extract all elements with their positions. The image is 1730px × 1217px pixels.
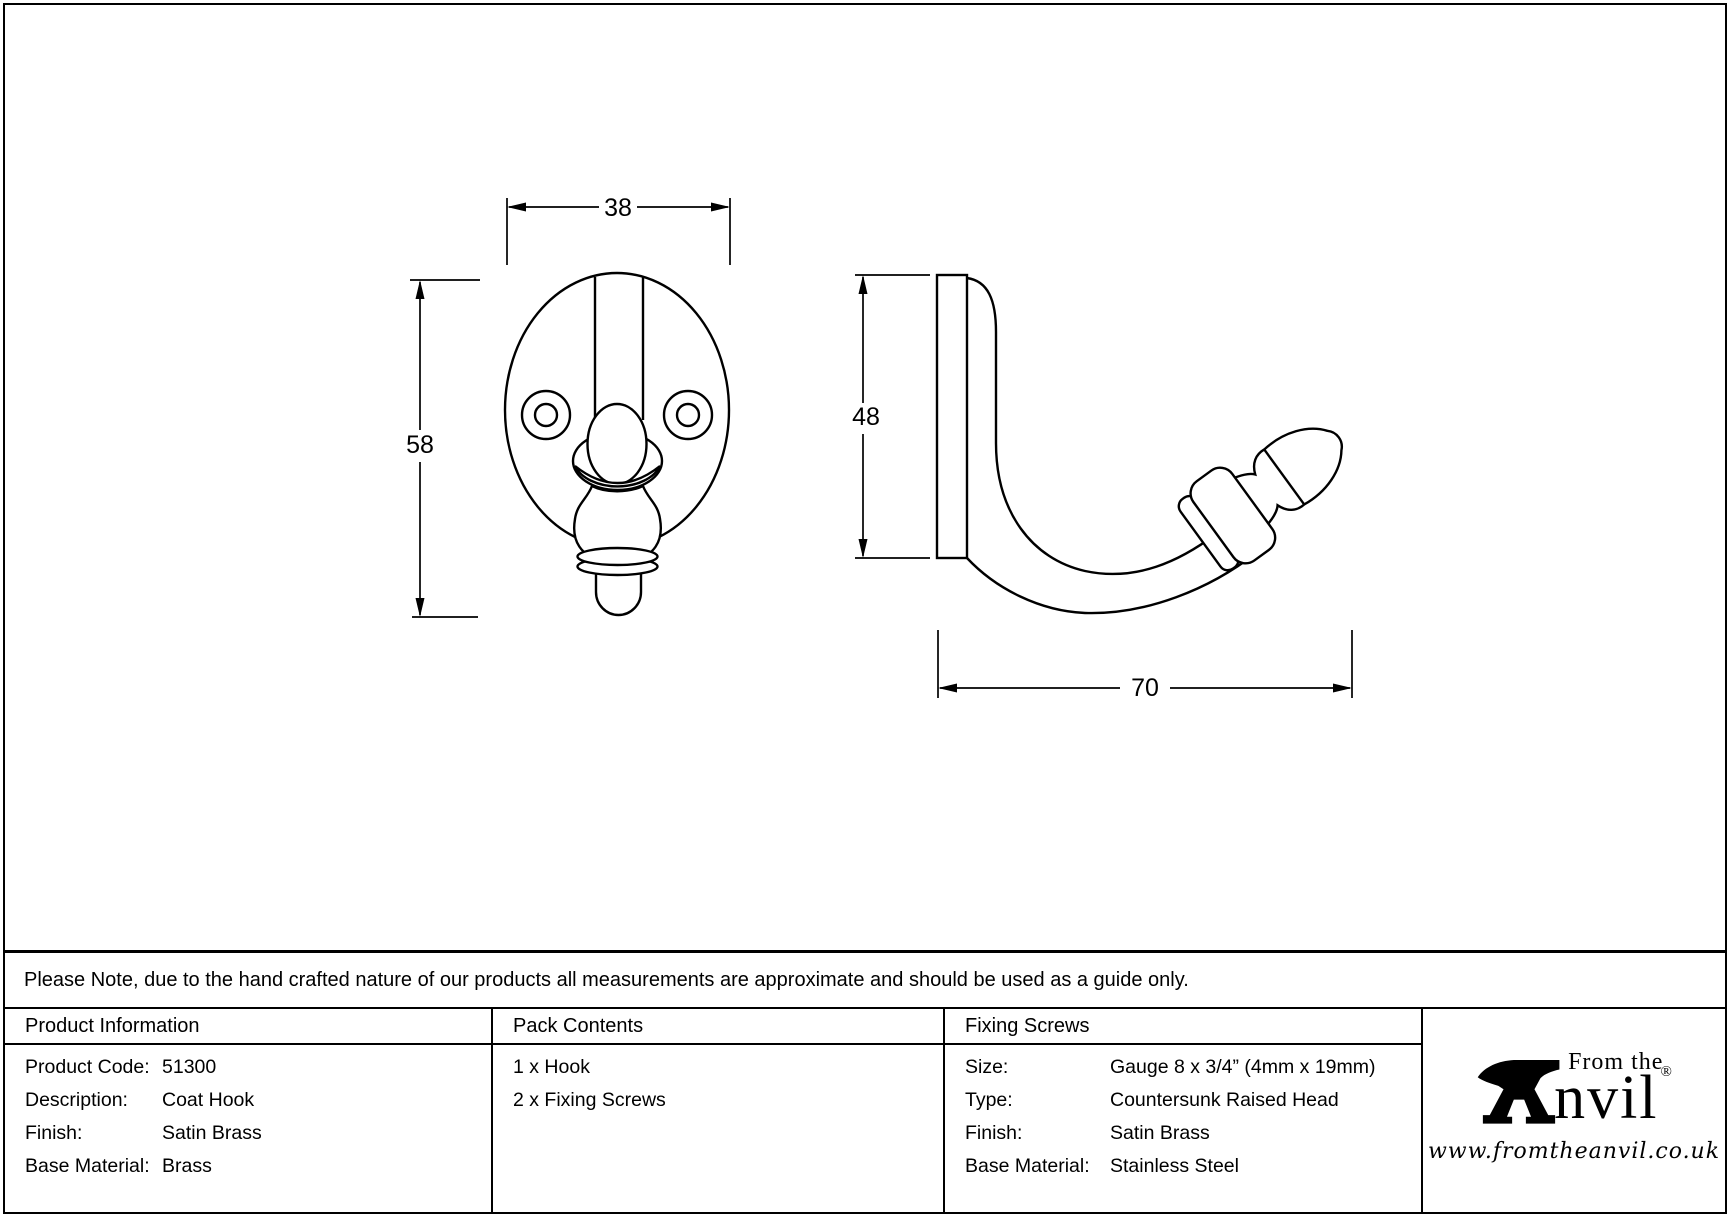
pack-contents-title: Pack Contents — [513, 1014, 644, 1037]
spec-value: Satin Brass — [162, 1122, 262, 1144]
spec-value: Gauge 8 x 3/4” (4mm x 19mm) — [1110, 1056, 1376, 1078]
spec-row-base-material: Base Material: Brass — [25, 1154, 483, 1178]
pack-contents-header: Pack Contents — [493, 1009, 943, 1045]
backplate-side-profile — [935, 273, 969, 560]
spec-label: Finish: — [25, 1122, 83, 1144]
spec-row-screw-base-material: Base Material: Stainless Steel — [965, 1154, 1413, 1178]
hook-head-dome — [586, 402, 648, 486]
spec-row-finish: Finish: Satin Brass — [25, 1121, 483, 1145]
product-information-column: Product Information Product Code: 51300 … — [5, 1009, 493, 1212]
anvil-icon — [1477, 1060, 1560, 1124]
arrowhead-left — [938, 683, 957, 693]
spec-value: Stainless Steel — [1110, 1155, 1239, 1177]
logo-prefix: From the — [1568, 1049, 1664, 1075]
hook-shaft-outer-edge — [966, 552, 1257, 615]
product-information-header: Product Information — [5, 1009, 491, 1045]
screw-hole-left-inner — [533, 402, 559, 428]
hook-shaft-inner-edge — [966, 276, 1217, 576]
registered-trademark-symbol: ® — [1660, 1064, 1672, 1080]
pack-contents-column: Pack Contents 1 x Hook 2 x Fixing Screws — [493, 1009, 945, 1212]
spec-label: Finish: — [965, 1122, 1023, 1144]
brand-logo-cell: From the nvil ® www.fromtheanvil.co.uk — [1423, 1009, 1725, 1212]
fixing-screws-column: Fixing Screws Size: Gauge 8 x 3/4” (4mm … — [945, 1009, 1423, 1212]
spec-row-product-code: Product Code: 51300 — [25, 1055, 483, 1079]
pack-item-hook: 1 x Hook — [513, 1056, 590, 1078]
spec-row-description: Description: Coat Hook — [25, 1088, 483, 1112]
arrowhead-down — [415, 598, 425, 617]
arrowhead-left — [507, 202, 526, 212]
hook-collar-rings — [1177, 466, 1277, 572]
arrowhead-up — [415, 280, 425, 299]
arrowhead-right — [711, 202, 730, 212]
arrowhead-down — [858, 539, 868, 558]
collar-main-ring — [1189, 466, 1277, 565]
fixing-screws-title: Fixing Screws — [965, 1014, 1090, 1037]
spec-table: Product Information Product Code: 51300 … — [5, 1009, 1725, 1212]
spec-label: Base Material: — [965, 1155, 1090, 1177]
spec-label: Size: — [965, 1056, 1009, 1078]
front-view-dimensions: 38 58 — [406, 194, 731, 618]
front-view — [503, 271, 731, 617]
pack-item-screws: 2 x Fixing Screws — [513, 1089, 666, 1111]
hook-lower-collar-top-ring — [576, 546, 659, 567]
spec-row-size: Size: Gauge 8 x 3/4” (4mm x 19mm) — [965, 1055, 1413, 1079]
hook-upper-collar-rim — [573, 465, 662, 488]
spec-section: Please Note, due to the hand crafted nat… — [5, 950, 1725, 1212]
logo-name: nvil — [1554, 1064, 1659, 1132]
pack-contents-body: 1 x Hook 2 x Fixing Screws — [493, 1045, 943, 1112]
dimension-label-height: 58 — [406, 431, 434, 459]
hook-acorn-tip — [1227, 427, 1344, 531]
product-information-title: Product Information — [25, 1014, 200, 1037]
dimension-label-side-height: 48 — [852, 403, 880, 431]
spec-value: 51300 — [162, 1056, 217, 1078]
fixing-screws-body: Size: Gauge 8 x 3/4” (4mm x 19mm) Type: … — [945, 1045, 1421, 1178]
spec-value: Satin Brass — [1110, 1122, 1210, 1144]
spec-label: Description: — [25, 1089, 128, 1111]
spec-value: Countersunk Raised Head — [1110, 1089, 1339, 1111]
spec-value: Coat Hook — [162, 1089, 255, 1111]
spec-value: Brass — [162, 1155, 212, 1177]
technical-drawing: 38 58 — [406, 194, 1353, 702]
product-information-body: Product Code: 51300 Description: Coat Ho… — [5, 1045, 491, 1178]
from-the-anvil-logo: From the nvil ® www.fromtheanvil.co.uk — [1427, 1049, 1721, 1164]
measurement-note: Please Note, due to the hand crafted nat… — [5, 953, 1725, 1009]
arrowhead-up — [858, 275, 868, 294]
spec-label: Type: — [965, 1089, 1013, 1111]
hook-drop-stem — [594, 564, 643, 617]
note-text: Please Note, due to the hand crafted nat… — [24, 968, 1189, 991]
dimension-label-depth: 70 — [1131, 674, 1159, 702]
logo-website: www.fromtheanvil.co.uk — [1427, 1139, 1721, 1164]
spec-row-screw-finish: Finish: Satin Brass — [965, 1121, 1413, 1145]
spec-row-type: Type: Countersunk Raised Head — [965, 1088, 1413, 1112]
spec-label: Base Material: — [25, 1155, 150, 1177]
dimension-label-width: 38 — [604, 194, 632, 222]
side-view — [935, 273, 1344, 615]
spec-label: Product Code: — [25, 1056, 150, 1078]
fixing-screws-header: Fixing Screws — [945, 1009, 1421, 1045]
side-view-dimensions: 48 70 — [852, 274, 1353, 702]
screw-hole-right-inner — [675, 402, 701, 428]
arrowhead-right — [1333, 683, 1352, 693]
